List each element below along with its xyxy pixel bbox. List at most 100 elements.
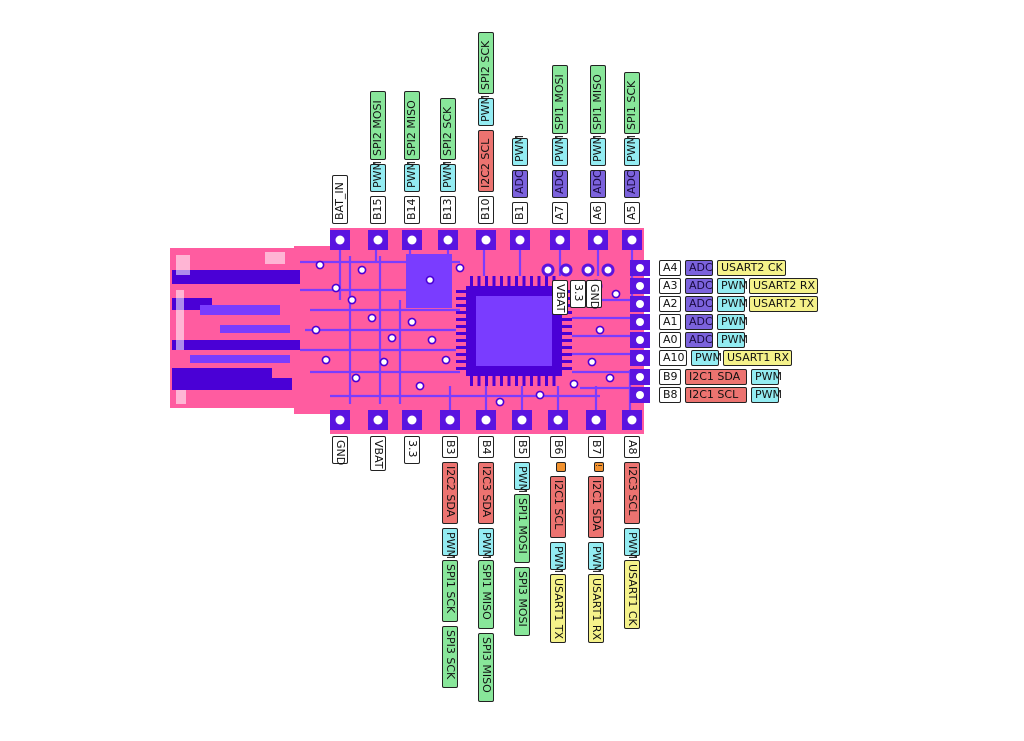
mcu-lead — [456, 360, 466, 363]
board-pad-label-gnd: GND — [586, 280, 602, 309]
pin-label-b5: B5 — [514, 436, 530, 458]
pin-label-b9: B9 — [659, 369, 681, 385]
mcu-lead — [485, 276, 488, 286]
header-pad-top-hole — [443, 235, 453, 245]
pin-function-spi: SPI2 MOSI — [370, 91, 386, 160]
test-pad — [559, 263, 573, 277]
usb-trace — [220, 325, 290, 333]
mcu-lead — [456, 297, 466, 300]
pin-function-spi: SPI1 MISO — [590, 65, 606, 134]
pcb-via — [347, 295, 357, 305]
pin-label-b7: B7 — [588, 436, 604, 458]
pcb-via — [351, 373, 361, 383]
pin-function-adc: ADC — [552, 170, 568, 198]
pin-function-spi: SPI1 SCK — [442, 560, 458, 622]
pin-function-pwm: PWM — [624, 135, 640, 166]
pin-function-pwm: PWM — [478, 95, 494, 126]
header-pad-bottom-hole — [335, 415, 345, 425]
board-pad-label-3-3: 3.3 — [570, 280, 586, 308]
pin-function-spi: SPI1 MISO — [478, 560, 494, 629]
pin-function-pwm: PWM — [478, 528, 494, 559]
pin-function-pwm: PWM — [717, 278, 748, 294]
usb-silkscreen — [176, 255, 190, 275]
mcu-lead — [456, 339, 466, 342]
pin-label-b15: B15 — [370, 196, 386, 224]
mcu-lead — [562, 325, 572, 328]
pin-function-spi: SPI1 MOSI — [552, 65, 568, 134]
pin-label-b6: B6 — [550, 436, 566, 458]
mcu-lead — [552, 376, 556, 386]
header-pad-top-hole — [335, 235, 345, 245]
pin-function-spi: SPI3 MOSI — [514, 567, 530, 636]
pin-label-a1: A1 — [659, 314, 681, 330]
mcu-lead — [477, 276, 481, 286]
pin-function-pwm: PWM — [440, 161, 456, 192]
pin-label-a4: A4 — [659, 260, 681, 276]
header-pad-bottom-hole — [517, 415, 527, 425]
pcb-via — [587, 357, 597, 367]
pin-function-pwm: PWM — [442, 528, 458, 559]
pin-function-pwm: PWM — [691, 350, 722, 366]
pin-function-adc: ADC — [624, 170, 640, 198]
pin-label-b4: B4 — [478, 436, 494, 458]
mcu-lead — [562, 353, 572, 356]
pin-function-i2c: I2C1 SDA — [588, 476, 604, 538]
pin-function-pwm: PWM — [717, 296, 748, 312]
pin-function-adc: ADC — [685, 314, 713, 330]
pin-function-adc: ADC — [685, 296, 713, 312]
mcu-lead — [456, 325, 466, 328]
pcb-via — [495, 397, 505, 407]
header-pad-top-hole — [555, 235, 565, 245]
mcu-lead — [507, 276, 511, 286]
pcb-via — [425, 275, 435, 285]
pcb-via — [315, 260, 325, 270]
pin-function-usart: USART1 RX — [723, 350, 792, 366]
header-pad-top-hole — [515, 235, 525, 245]
pin-label-a0: A0 — [659, 332, 681, 348]
pin-function-pwm: PWM — [624, 528, 640, 559]
pin-function-pwm: PWM — [404, 161, 420, 192]
pcb-via — [331, 283, 341, 293]
pin-warning-marker: ! — [594, 462, 604, 472]
header-pad-right-hole — [636, 318, 644, 326]
mcu-lead — [562, 346, 572, 349]
header-pad-right-hole — [636, 264, 644, 272]
usb-silkscreen — [265, 252, 285, 264]
header-pad-right-hole — [636, 373, 644, 381]
pin-function-spi: SPI2 SCK — [478, 32, 494, 94]
pcb-via — [311, 325, 321, 335]
usb-trace — [172, 378, 292, 390]
pcb-via — [441, 355, 451, 365]
mcu-lead — [492, 376, 496, 386]
pin-function-pwm: PWM — [751, 387, 782, 403]
mcu-lead — [562, 332, 572, 335]
pin-function-i2c: I2C1 SCL — [550, 476, 566, 538]
pin-function-spi: SPI1 SCK — [624, 72, 640, 134]
pcb-via — [535, 390, 545, 400]
usb-silkscreen — [176, 290, 184, 350]
mcu-lead — [456, 290, 466, 293]
mcu-lead — [470, 276, 473, 286]
pin-function-i2c: I2C1 SDA — [685, 369, 747, 385]
pin-label-b13: B13 — [440, 196, 456, 224]
header-pad-bottom-hole — [591, 415, 601, 425]
pcb-via — [605, 373, 615, 383]
header-pad-right-hole — [636, 336, 644, 344]
mcu-lead — [515, 376, 518, 386]
pin-function-usart: USART2 CK — [717, 260, 786, 276]
pcb-via — [569, 379, 579, 389]
pcb-via — [367, 313, 377, 323]
pin-label-b14: B14 — [404, 196, 420, 224]
mcu-lead — [537, 376, 541, 386]
pin-function-usart: USART1 TX — [550, 574, 566, 643]
pcb-via — [321, 355, 331, 365]
usb-trace — [200, 305, 280, 315]
pin-label-b3: B3 — [442, 436, 458, 458]
pin-function-usart: USART2 TX — [749, 296, 818, 312]
mcu-lead — [522, 276, 526, 286]
mcu-lead — [456, 304, 466, 307]
usb-trace — [172, 270, 300, 284]
pin-function-i2c: I2C1 SCL — [685, 387, 747, 403]
pcb-via — [611, 289, 621, 299]
mcu-lead — [530, 276, 533, 286]
